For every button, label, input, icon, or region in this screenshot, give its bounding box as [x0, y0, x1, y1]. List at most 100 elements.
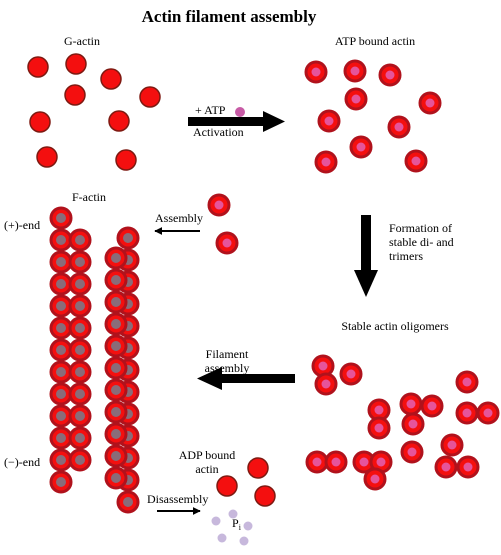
minus-end-label: (−)-end — [4, 455, 40, 469]
diagram-title: Actin filament assembly — [142, 7, 317, 26]
activation-label: Activation — [193, 125, 244, 139]
filament-subunit-core — [75, 279, 85, 289]
stable-oligomer-subunit-core — [370, 474, 380, 484]
filament-assembly-arrow-head — [197, 367, 222, 390]
g-actin-monomers — [27, 53, 161, 171]
phosphate-label-main: P — [232, 516, 239, 530]
filament-subunit-core — [56, 235, 66, 245]
formation-label-line-2: stable di- and — [389, 235, 454, 249]
atp-bound-actin-monomer-core — [356, 142, 366, 152]
filament-subunit-core — [56, 433, 66, 443]
stable-oligomers — [305, 354, 500, 491]
atp-bound-actin-monomer-core — [425, 98, 435, 108]
phosphate-ion — [228, 509, 238, 519]
g-actin-monomer — [247, 457, 269, 479]
filament-subunit-core — [75, 301, 85, 311]
stable-oligomer-subunit-core — [376, 457, 386, 467]
atp-bound-actin-label: ATP bound actin — [335, 34, 415, 48]
g-actin-monomer — [36, 146, 58, 168]
g-actin-monomer — [100, 68, 122, 90]
filament-subunit-core — [111, 341, 121, 351]
stable-oligomer-subunit-core — [463, 462, 473, 472]
atp-bound-actin-monomer-core — [351, 94, 361, 104]
filament-subunit-core — [56, 411, 66, 421]
filament-assembly-arrow — [197, 367, 295, 390]
filament-subunit-core — [111, 473, 121, 483]
phosphate-ion — [243, 521, 253, 531]
phosphate-label: Pi — [232, 516, 242, 532]
g-actin-monomer — [65, 53, 87, 75]
filament-subunit-core — [111, 407, 121, 417]
atp-bound-actin-monomer-core — [324, 116, 334, 126]
filament-subunit-core — [56, 257, 66, 267]
filament-subunit-core — [111, 429, 121, 439]
g-actin-monomer — [254, 485, 276, 507]
stable-oligomer-subunit-core — [406, 399, 416, 409]
formation-arrow-shaft — [361, 215, 371, 270]
stable-oligomer-subunit-core — [447, 440, 457, 450]
atp-bound-actin-monomer-core — [214, 200, 224, 210]
filament-subunit-core — [123, 497, 133, 507]
filament-subunit-core — [111, 275, 121, 285]
filament-subunit-core — [56, 477, 66, 487]
formation-arrow — [354, 215, 378, 297]
filament-subunit-core — [56, 455, 66, 465]
stable-oligomer-subunit-core — [374, 405, 384, 415]
stable-oligomer-subunit-core — [321, 379, 331, 389]
filament-subunit-core — [56, 301, 66, 311]
filament-subunit-core — [75, 433, 85, 443]
filament-subunit-core — [111, 253, 121, 263]
phosphate-ion — [239, 536, 249, 546]
stable-oligomer-subunit-core — [407, 447, 417, 457]
plus-atp-label: + ATP — [195, 103, 226, 117]
g-actin-monomer — [29, 111, 51, 133]
atp-bound-actin-monomer-core — [321, 157, 331, 167]
g-actin-monomer — [108, 110, 130, 132]
assembly-label: Assembly — [155, 211, 203, 225]
filament-subunit-core — [111, 451, 121, 461]
atp-molecule — [235, 107, 245, 117]
stable-oligomer-subunit-core — [408, 419, 418, 429]
g-actin-monomer — [216, 475, 238, 497]
g-actin-label: G-actin — [64, 34, 100, 48]
filament-subunit-core — [111, 297, 121, 307]
assembly-monomers — [207, 193, 239, 255]
stable-oligomer-subunit-core — [441, 462, 451, 472]
filament-subunit-core — [75, 323, 85, 333]
g-actin-monomer — [115, 149, 137, 171]
activation-arrow — [188, 107, 285, 132]
filament-subunit-core — [75, 257, 85, 267]
atp-bound-actin-monomer-core — [394, 122, 404, 132]
released-phosphates — [211, 509, 253, 546]
formation-arrow-head — [354, 270, 378, 297]
formation-label-line-1: Formation of — [389, 221, 452, 235]
filament-subunit-core — [75, 389, 85, 399]
filament-subunit-core — [123, 233, 133, 243]
atp-bound-monomers — [304, 59, 442, 174]
stable-oligomer-subunit-core — [374, 423, 384, 433]
stable-oligomer-subunit-core — [462, 408, 472, 418]
filament-subunit-core — [75, 235, 85, 245]
filament-subunit-core — [75, 411, 85, 421]
atp-bound-actin-monomer-core — [311, 67, 321, 77]
filament-subunit-core — [56, 367, 66, 377]
g-actin-monomer — [139, 86, 161, 108]
filament-subunit-core — [75, 455, 85, 465]
stable-oligomer-subunit-core — [427, 401, 437, 411]
filament-subunit-core — [111, 363, 121, 373]
activation-arrow-head — [263, 111, 285, 132]
filament-subunit-core — [75, 367, 85, 377]
atp-bound-actin-monomer-core — [222, 238, 232, 248]
g-actin-monomer — [64, 84, 86, 106]
adp-bound-actin-label-line-2: actin — [195, 462, 218, 476]
filament-assembly-arrow-shaft — [222, 374, 295, 383]
atp-bound-actin-monomer-core — [411, 156, 421, 166]
stable-oligomers-label: Stable actin oligomers — [341, 319, 449, 333]
filament-subunit-core — [56, 213, 66, 223]
stable-oligomer-subunit-core — [359, 457, 369, 467]
filament-subunit-core — [56, 279, 66, 289]
phosphate-ion — [211, 516, 221, 526]
filament-assembly-label-line-1: Filament — [206, 347, 249, 361]
atp-bound-actin-monomer-core — [350, 66, 360, 76]
